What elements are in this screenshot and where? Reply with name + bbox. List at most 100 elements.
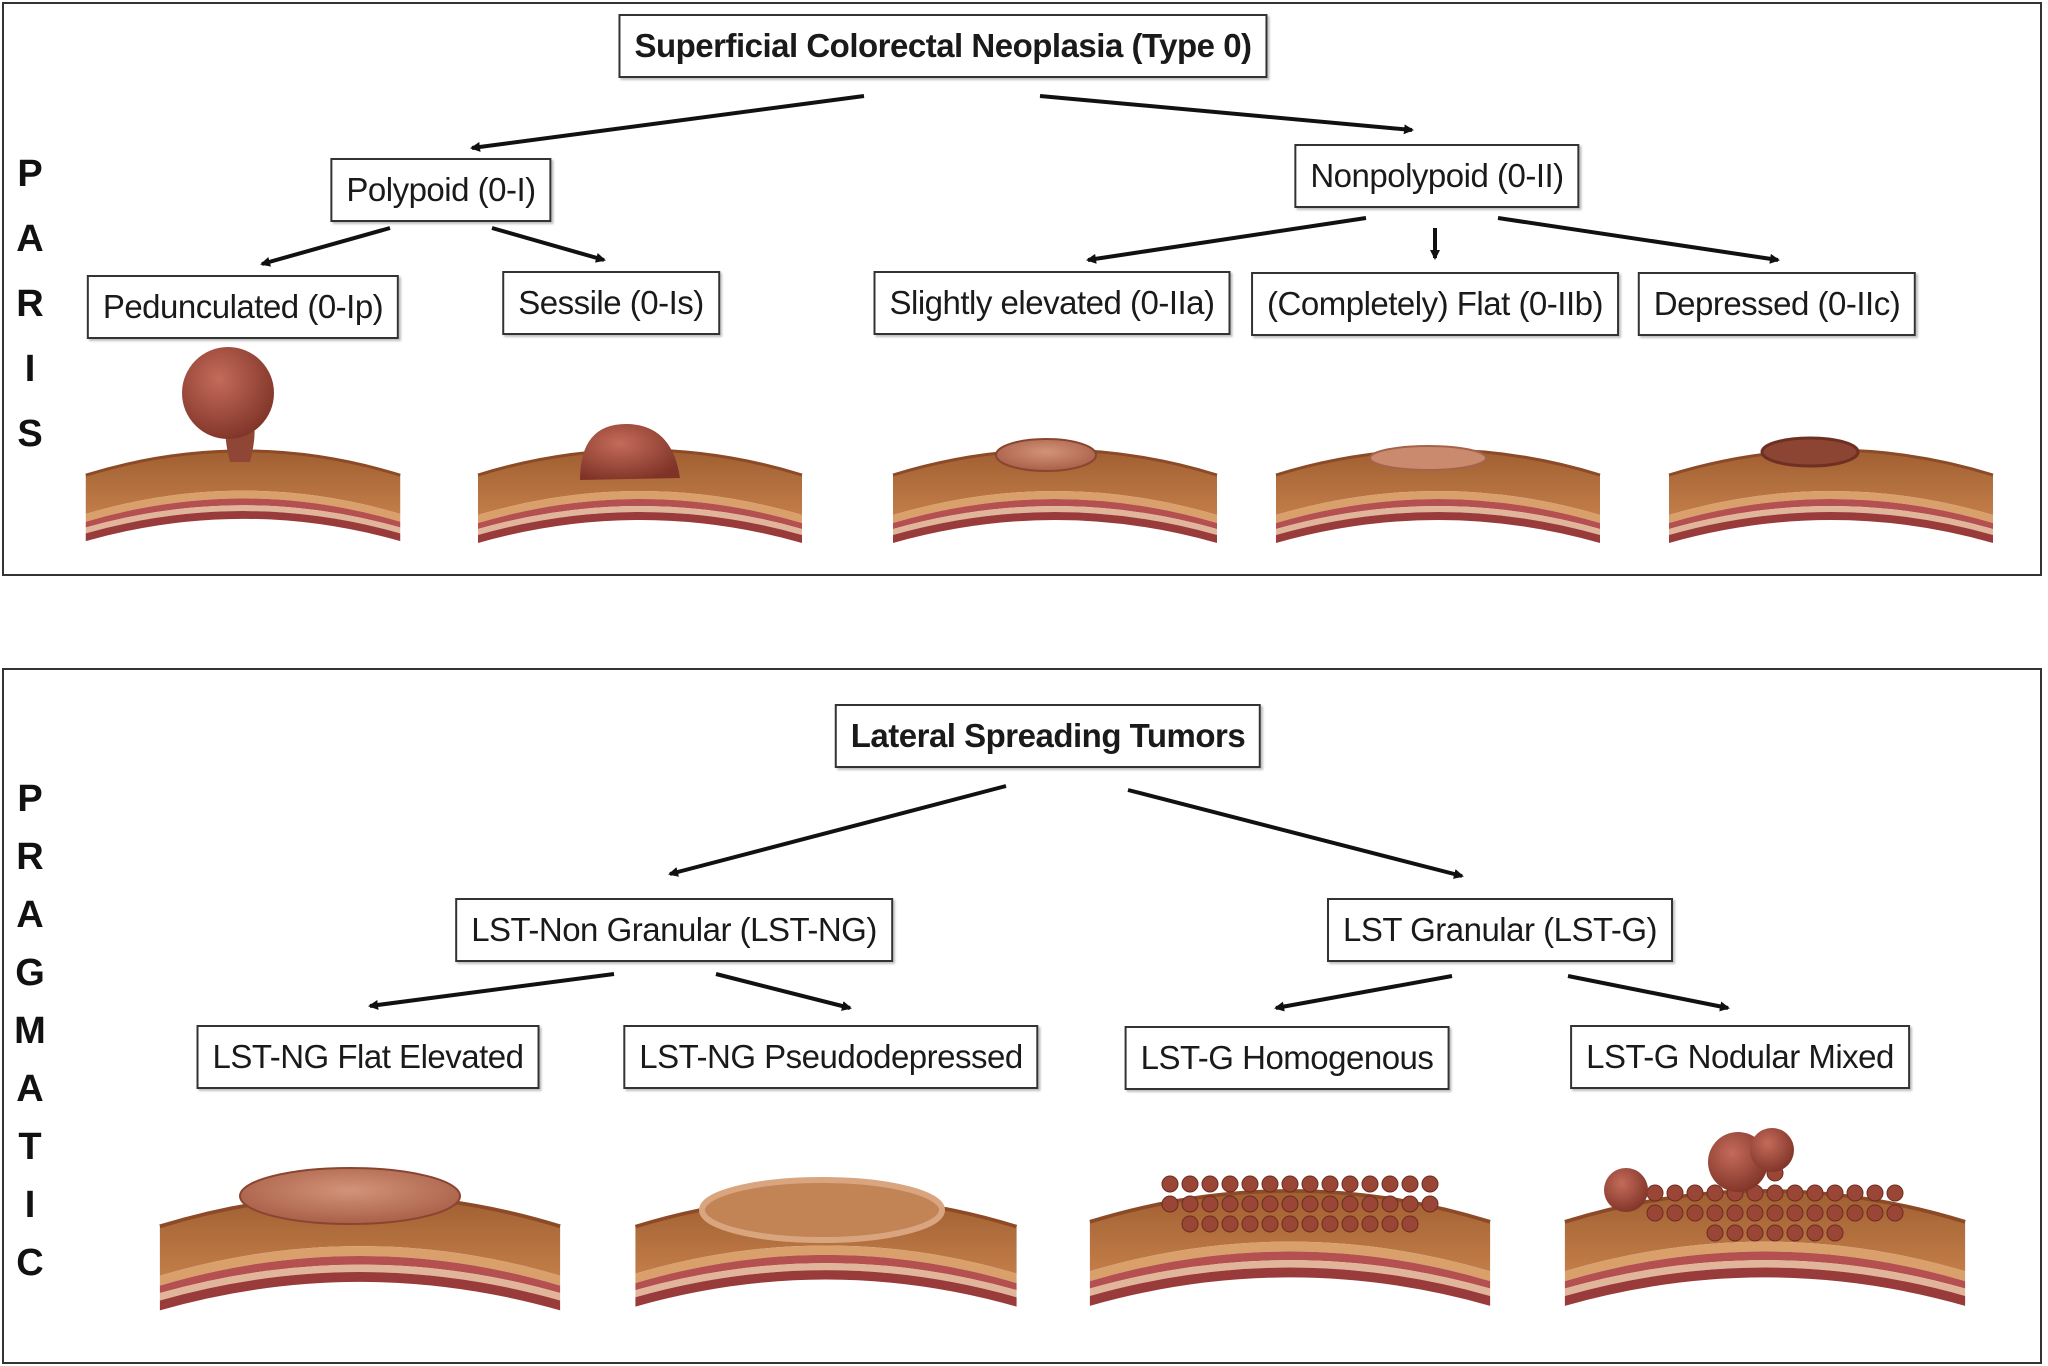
side-letter: R [16,836,44,878]
granular-nodule [1646,1204,1664,1222]
granular-nodule [1706,1184,1724,1202]
granular-nodule [1161,1175,1179,1193]
granular-nodule [1301,1195,1319,1213]
g-nodular-mixed-node: LST-G Nodular Mixed [1570,1025,1910,1089]
arrow-lst-root-g [1127,788,1464,879]
granular-nodule [1361,1175,1379,1193]
granular-nodule [1706,1204,1724,1222]
granular-nodule [1846,1204,1864,1222]
side-letter: A [16,218,44,260]
granular-nodule [1221,1195,1239,1213]
granular-nodule [1201,1215,1219,1233]
completely-flat-node: (Completely) Flat (0-IIb) [1251,272,1619,336]
side-letter: P [17,153,43,195]
granular-nodule [1886,1184,1904,1202]
granular-nodule [1666,1204,1684,1222]
polypoid-node: Polypoid (0-I) [330,158,552,222]
pragmatic-root-node: Lateral Spreading Tumors [834,704,1262,768]
granular-nodule [1241,1215,1259,1233]
large-nodule [1750,1128,1794,1172]
side-letter: S [17,413,43,455]
g-homogenous-node: LST-G Homogenous [1124,1026,1450,1090]
granular-nodule [1281,1175,1299,1193]
granular-nodule [1766,1224,1784,1242]
granular-nodule [1241,1195,1259,1213]
granular-nodule [1766,1204,1784,1222]
depressed-node: Depressed (0-IIc) [1637,272,1917,336]
lst-g-node: LST Granular (LST-G) [1327,898,1673,962]
granular-nodule [1401,1215,1419,1233]
side-letter: I [24,348,36,390]
pedunculated-illustration [84,347,402,543]
side-letter: C [16,1242,44,1284]
granular-nodule [1866,1184,1884,1202]
granular-nodule [1381,1195,1399,1213]
pragmatic-arrows [368,784,1730,1012]
granular-nodule [1221,1175,1239,1193]
arrow-g-homogenous [1274,974,1453,1012]
nonpolypoid-node: Nonpolypoid (0-II) [1294,144,1580,208]
lst-ng-node: LST-Non Granular (LST-NG) [455,898,893,962]
granular-nodule [1341,1195,1359,1213]
granular-nodule [1401,1175,1419,1193]
side-letter: T [18,1126,42,1168]
granular-nodule [1181,1215,1199,1233]
granular-nodule [1746,1224,1764,1242]
granular-nodule [1786,1204,1804,1222]
arrow-g-nodular-mixed [1567,974,1730,1012]
paris-root-node: Superficial Colorectal Neoplasia (Type 0… [618,14,1268,78]
g-nodular-mixed-illustration [1562,1128,1968,1308]
pedunculated-node: Pedunculated (0-Ip) [86,275,400,339]
granular-nodule [1421,1195,1439,1213]
side-letter: M [14,1010,46,1052]
granular-nodule [1766,1184,1784,1202]
depressed-illustration [1667,436,1995,545]
granular-nodule [1806,1184,1824,1202]
arrow-root-nonpolypoid [1039,94,1414,135]
granular-nodule [1361,1195,1379,1213]
granular-nodule [1666,1184,1684,1202]
granular-nodule [1341,1215,1359,1233]
granular-nodule [1401,1195,1419,1213]
granular-nodule [1321,1175,1339,1193]
arrow-nonpolypoid-elevated [1086,216,1367,264]
granular-nodule [1181,1175,1199,1193]
granular-nodule [1826,1204,1844,1222]
granular-nodule [1886,1204,1904,1222]
granular-nodule [1726,1204,1744,1222]
completely-flat-illustration [1274,445,1602,545]
granular-nodule [1686,1184,1704,1202]
granular-nodule [1786,1184,1804,1202]
ng-pseudodepressed-node: LST-NG Pseudodepressed [623,1025,1039,1089]
arrow-ng-pseudodepressed [715,972,852,1011]
side-letter: A [16,894,44,936]
granular-nodule [1826,1224,1844,1242]
arrow-nonpolypoid-depressed [1497,216,1780,264]
granular-nodule [1646,1184,1664,1202]
slightly-elevated-node: Slightly elevated (0-IIa) [873,271,1231,335]
granular-nodule [1181,1195,1199,1213]
ng-flat-elevated-node: LST-NG Flat Elevated [196,1025,540,1089]
granular-nodule [1361,1215,1379,1233]
granular-nodule [1686,1204,1704,1222]
granular-nodule [1201,1175,1219,1193]
side-letter: G [15,952,45,994]
granular-nodule [1341,1175,1359,1193]
arrow-polypoid-pedunculated [260,226,391,267]
granular-nodule [1221,1215,1239,1233]
side-letter: A [16,1068,44,1110]
granular-nodule [1846,1184,1864,1202]
granular-nodule [1421,1175,1439,1193]
side-letter: P [17,778,43,820]
granular-nodule [1321,1195,1339,1213]
granular-nodule [1301,1175,1319,1193]
ng-flat-elevated-illustration [157,1167,563,1313]
large-nodule [1604,1168,1648,1212]
granular-nodule [1806,1204,1824,1222]
granular-nodule [1381,1215,1399,1233]
granular-nodule [1241,1175,1259,1193]
granular-nodule [1161,1195,1179,1213]
paris-arrows [260,94,1780,267]
